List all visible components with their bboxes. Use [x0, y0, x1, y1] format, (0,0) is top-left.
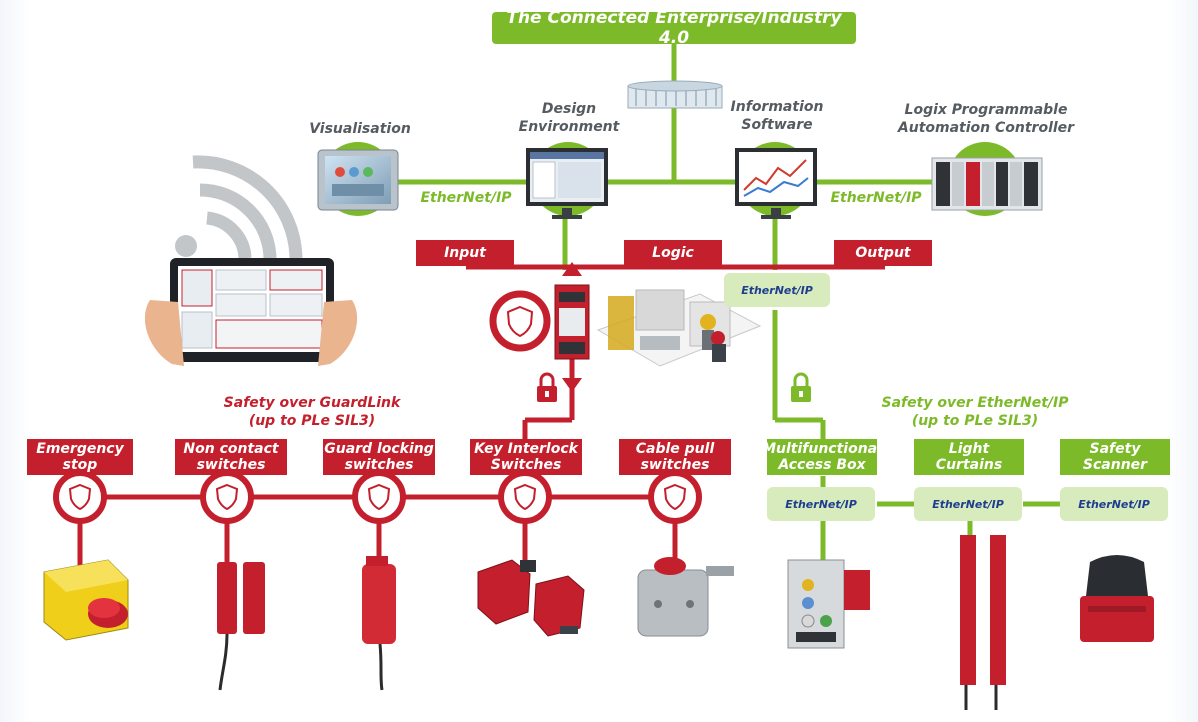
design-monitor-icon: [526, 148, 608, 219]
guard-locking-line2: switches: [344, 457, 414, 473]
guard-locking-line1: Guard locking: [324, 441, 434, 457]
access-box-line2: Access Box: [778, 457, 866, 473]
ethernet-ip-logo-safety-scanner: EtherNet/IP: [1060, 487, 1168, 521]
tablet-icon: [144, 258, 358, 366]
visualisation-label: Visualisation: [309, 121, 411, 137]
non-contact-banner: Non contact switches: [175, 439, 287, 475]
information-monitor-icon: [735, 148, 817, 219]
light-curtains-line2: Curtains: [935, 457, 1003, 473]
light-curtains-banner: Light Curtains: [914, 439, 1024, 475]
cable-pull-line2: switches: [640, 457, 710, 473]
design-label: Design Environment: [518, 101, 620, 135]
key-interlock-banner: Key Interlock Switches: [470, 439, 582, 475]
access-box-icon: [787, 559, 870, 649]
light-curtains-line1: Light: [948, 441, 990, 457]
hmi-panel-icon: [317, 149, 399, 211]
cable-pull-banner: Cable pull switches: [619, 439, 731, 475]
access-box-banner: Multifunctional Access Box: [762, 439, 882, 475]
datacenter-icon: [627, 80, 723, 109]
guardlink-title-line1: Safety over GuardLink: [223, 395, 401, 411]
emergency-stop-banner: Emergency stop: [27, 439, 133, 475]
logic-banner: Logic: [624, 240, 722, 266]
arrow-down-icon: [562, 378, 582, 392]
safety-scanner-line1: Safety: [1089, 441, 1141, 457]
ethernet-ip-logo-access-box: EtherNet/IP: [767, 487, 875, 521]
non-contact-switch-icon: [217, 562, 265, 691]
lock-icon-guardlink: [537, 372, 557, 402]
guard-locking-switch-icon: [362, 556, 396, 691]
emergency-stop-line2: stop: [62, 457, 98, 473]
key-interlock-line2: Switches: [490, 457, 562, 473]
robot-cell-icon: [596, 289, 762, 367]
ethernet-ip-logo-main: EtherNet/IP: [724, 273, 830, 307]
key-interlock-line1: Key Interlock: [474, 441, 578, 457]
guard-locking-banner: Guard locking switches: [323, 439, 435, 475]
ethernet-ip-logo-light-curtains: EtherNet/IP: [914, 487, 1022, 521]
enterprise-banner: The Connected Enterprise/Industry 4.0: [492, 8, 856, 48]
ethernet-safety-title-line1: Safety over EtherNet/IP: [881, 395, 1069, 411]
cable-pull-switch-icon: [637, 557, 734, 637]
lock-icon-ethernet: [791, 372, 811, 402]
ethernet-label-left: EtherNet/IP: [420, 190, 512, 206]
ethernet-label-right: EtherNet/IP: [830, 190, 922, 206]
plc-rack-icon: [931, 157, 1043, 211]
ethernet-safety-title: Safety over EtherNet/IP (up to PLe SIL3): [862, 394, 1088, 430]
light-curtain-icon: [960, 535, 1006, 710]
wifi-dot-icon: [175, 235, 197, 257]
cable-pull-line1: Cable pull: [635, 441, 715, 457]
guardlink-title-line2: (up to PLe SIL3): [248, 413, 376, 429]
safety-scanner-banner: Safety Scanner: [1060, 439, 1170, 475]
safety-controller-icon: [554, 284, 590, 360]
ethernet-safety-title-line2: (up to PLe SIL3): [911, 413, 1039, 429]
logix-label: Logix Programmable Automation Controller: [897, 102, 1075, 136]
non-contact-line2: switches: [196, 457, 266, 473]
output-banner: Output: [834, 240, 932, 266]
key-interlock-switch-icon: [477, 559, 585, 637]
emergency-stop-icon: [43, 559, 129, 641]
arrow-up-icon: [562, 262, 582, 276]
input-banner: Input: [416, 240, 514, 266]
wifi-icon: [192, 155, 303, 259]
information-label: Information Software: [730, 99, 824, 133]
emergency-stop-line1: Emergency: [36, 441, 124, 457]
safety-scanner-line2: Scanner: [1082, 457, 1148, 473]
non-contact-line1: Non contact: [183, 441, 279, 457]
access-box-line1: Multifunctional: [762, 441, 882, 457]
safety-scanner-icon: [1080, 555, 1154, 642]
guardlink-title: Safety over GuardLink (up to PLe SIL3): [200, 394, 424, 430]
shield-icon: [506, 305, 534, 338]
